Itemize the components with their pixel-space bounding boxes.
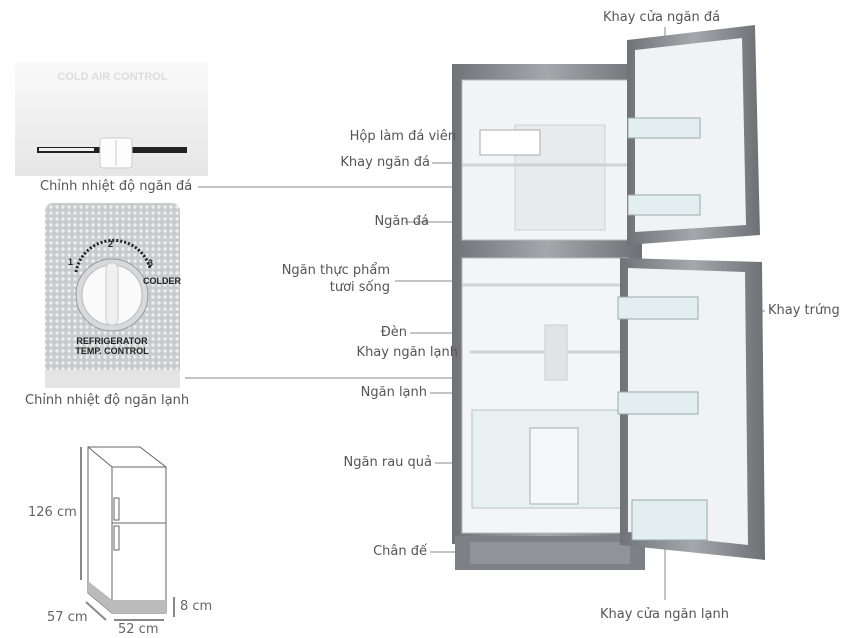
dimension-depth: 57 cm: [47, 610, 88, 625]
label-fresh-food-1: Ngăn thực phẩm: [281, 263, 390, 278]
label-egg-tray: Khay trứng: [768, 303, 840, 318]
label-light: Đèn: [380, 325, 407, 340]
label-freezer-shelf: Khay ngăn đá: [340, 155, 430, 170]
refrigerator: [452, 25, 765, 570]
dial-caption-2: TEMP. CONTROL: [75, 346, 149, 356]
label-freezer-door-tray: Khay cửa ngăn đá: [603, 10, 721, 25]
dimension-width: 52 cm: [118, 622, 159, 637]
label-fresh-food-2: tươi sống: [329, 280, 390, 295]
label-fridge-shelf: Khay ngăn lạnh: [356, 345, 458, 360]
label-vegetable-drawer: Ngăn rau quả: [343, 455, 432, 470]
label-base: Chân đế: [373, 544, 427, 559]
label-fridge-compartment: Ngăn lạnh: [360, 385, 427, 400]
dial-mark-1: 1: [68, 257, 74, 267]
label-fridge-temp-control: Chỉnh nhiệt độ ngăn lạnh: [25, 393, 190, 408]
dimension-sketch: [80, 446, 175, 621]
label-fridge-door-tray: Khay cửa ngăn lạnh: [600, 607, 729, 622]
label-ice-maker-box: Hộp làm đá viên: [349, 129, 456, 144]
label-freezer-compartment: Ngăn đá: [374, 214, 429, 229]
label-freezer-temp-control: Chỉnh nhiệt độ ngăn đá: [40, 179, 193, 194]
freezer-panel-title: COLD AIR CONTROL: [57, 71, 168, 83]
fridge-control-dial: [45, 203, 180, 388]
freezer-control-panel: [15, 62, 208, 176]
dial-mark-2: 2: [108, 239, 114, 249]
dimension-height: 126 cm: [28, 505, 77, 520]
dimension-base-height: 8 cm: [180, 599, 213, 614]
dial-colder: COLDER: [143, 276, 181, 286]
dial-mark-3: 3: [148, 258, 154, 268]
dial-caption-1: REFRIGERATOR: [76, 336, 148, 346]
